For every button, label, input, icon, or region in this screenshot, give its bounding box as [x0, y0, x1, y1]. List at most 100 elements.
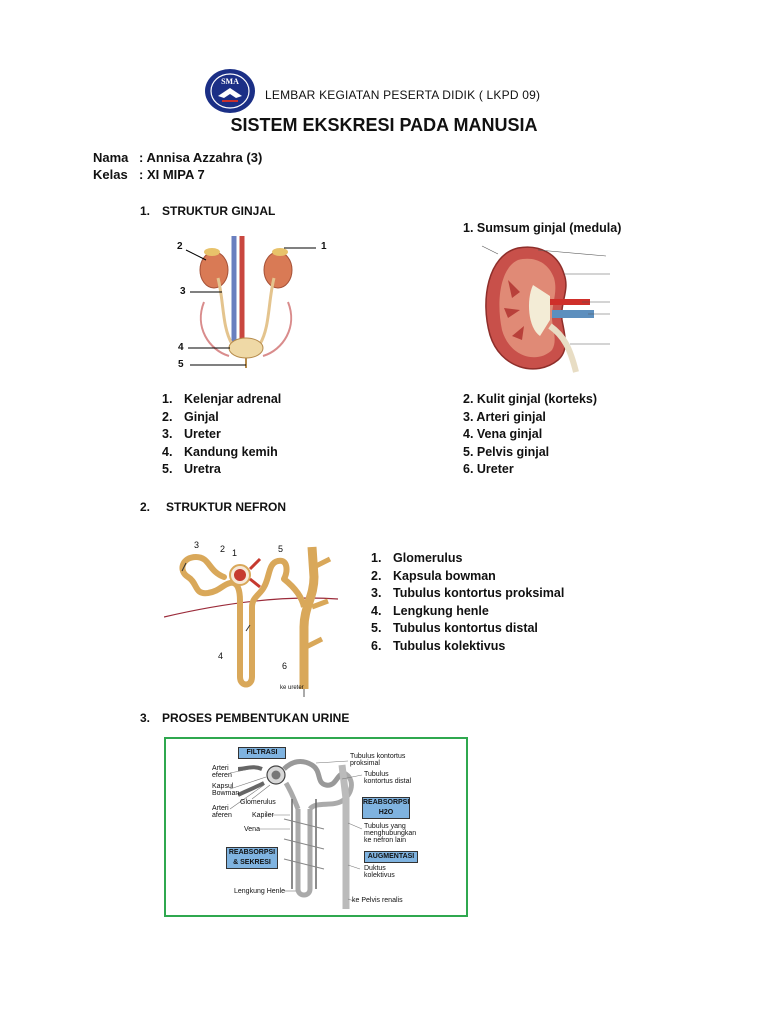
nephron-part-text: Kapsula bowman	[393, 568, 496, 583]
label-arteri-eferen-2: eferen	[212, 772, 232, 779]
label-duktus-2: kolektivus	[364, 872, 395, 879]
label-arteri-aferen-2: aferen	[212, 812, 232, 819]
reabsorpsi-sekresi-title-1: REABSORPSI	[228, 849, 276, 856]
urinary-part-text: Kelenjar adrenal	[184, 392, 282, 406]
label-lengkung-henle: Lengkung Henle	[234, 888, 285, 895]
nephron-bottom-label: ke ureter	[280, 685, 304, 691]
urinary-part-text: Uretra	[184, 462, 221, 477]
nephron-part-number: 2.	[371, 568, 382, 583]
class-label: Kelas	[93, 167, 128, 182]
urinary-label-4: 4	[178, 342, 184, 353]
urinary-part-number: 5.	[162, 462, 173, 477]
urinary-part-number: 3.	[162, 427, 173, 442]
nephron-part-text: Tubulus kontortus proksimal	[393, 586, 565, 601]
kidney-cross-section-diagram	[478, 240, 628, 380]
nephron-part-number: 3.	[371, 586, 382, 601]
label-tubulus-proksimal-2: proksimal	[350, 760, 380, 767]
label-tubulus-yang-3: ke nefron lain	[364, 837, 407, 844]
kidney-part-item: 4. Vena ginjal	[463, 427, 543, 442]
section2-number: 2.	[140, 500, 151, 514]
nephron-label-5: 5	[278, 544, 284, 554]
reabsorpsi-h2o-box: REABSORPSI H2O	[362, 797, 410, 819]
urinary-part-number: 4.	[162, 444, 173, 459]
nephron-label-4: 4	[218, 651, 224, 661]
class-value: : XI MIPA 7	[139, 167, 205, 182]
nephron-parts-list: 1. Glomerulus 2. Kapsula bowman 3. Tubulus ko…	[371, 550, 564, 656]
kidney-parts-list: 2. Kulit ginjal (korteks) 3. Arteri ginja…	[463, 391, 597, 479]
label-glomerulus: Glomerulus	[240, 799, 276, 806]
reabsorpsi-h2o-title: REABSORPSI	[363, 799, 410, 806]
label-duktus-1: Duktus	[364, 865, 386, 872]
filtrasi-box: FILTRASI	[238, 747, 286, 759]
label-tubulus-yang-2: menghubungkan	[364, 830, 417, 837]
nephron-part-text: Tubulus kontortus distal	[393, 621, 538, 636]
label-pelvis-renalis: ke Pelvis renalis	[352, 897, 403, 904]
nephron-part-text: Glomerulus	[393, 551, 463, 565]
nephron-part-text: Lengkung henle	[393, 603, 489, 618]
h2o-text: H2O	[378, 809, 394, 816]
nephron-part-number: 1.	[371, 551, 382, 565]
label-tubulus-distal-1: Tubulus	[364, 771, 389, 778]
nephron-label-6: 6	[282, 661, 288, 671]
nephron-part-item: 1. Glomerulus	[371, 550, 564, 568]
kidney-part-item: 5. Pelvis ginjal	[463, 444, 550, 459]
label-tubulus-yang-1: Tubulus yang	[364, 823, 406, 830]
urinary-label-2: 2	[177, 241, 183, 252]
reabsorpsi-sekresi-title-2: & SEKRESI	[233, 859, 271, 866]
urinary-part-item: 3. Ureter	[162, 426, 281, 444]
name-value: : Annisa Azzahra (3)	[139, 150, 263, 165]
urinary-label-1: 1	[321, 241, 327, 252]
urinary-part-number: 2.	[162, 409, 173, 424]
label-kapiler: Kapiler	[252, 812, 274, 819]
label-kapsul-2: Bowman	[212, 790, 240, 797]
augmentasi-box: AUGMENTASI	[364, 851, 418, 863]
name-label: Nama	[93, 150, 129, 165]
urinary-part-text: Ureter	[184, 427, 221, 442]
label-arteri-eferen-1: Arteri	[212, 765, 229, 772]
section2-title: STRUKTUR NEFRON	[166, 500, 286, 514]
urinary-system-diagram: 2 1 3 4 5	[174, 232, 344, 372]
urinary-part-item: 1. Kelenjar adrenal	[162, 391, 281, 409]
nephron-label-2: 2	[220, 544, 226, 554]
lkpd-header: LEMBAR KEGIATAN PESERTA DIDIK ( LKPD 09)	[265, 88, 541, 102]
section3-number: 3.	[140, 711, 151, 725]
label-tubulus-distal-2: kontortus distal	[364, 778, 412, 785]
urinary-label-3: 3	[180, 286, 186, 297]
urinary-part-item: 5. Uretra	[162, 461, 281, 479]
svg-text:SMA: SMA	[221, 77, 239, 86]
nephron-part-item: 5. Tubulus kontortus distal	[371, 620, 564, 638]
section1-number: 1.	[140, 204, 151, 218]
urinary-parts-list: 1. Kelenjar adrenal 2. Ginjal 3. Ureter 4. Kand…	[162, 391, 281, 479]
page-title: SISTEM EKSKRESI PADA MANUSIA	[230, 115, 538, 135]
urinary-part-item: 4. Kandung kemih	[162, 444, 281, 462]
nephron-part-item: 3. Tubulus kontortus proksimal	[371, 585, 564, 603]
label-tubulus-proksimal-1: Tubulus kontortus	[350, 753, 406, 760]
nephron-part-item: 2. Kapsula bowman	[371, 568, 564, 586]
nephron-label-3: 3	[194, 540, 200, 550]
label-vena: Vena	[244, 826, 260, 833]
kidney-part-item: 2. Kulit ginjal (korteks)	[463, 392, 598, 406]
nephron-diagram: 3 2 1 5 4 6 ke ureter	[163, 537, 339, 697]
medula-label: 1. Sumsum ginjal (medula)	[463, 221, 622, 235]
kidney-part-item: 3. Arteri ginjal	[463, 409, 546, 424]
section1-title: STRUKTUR GINJAL	[162, 204, 276, 218]
urinary-label-5: 5	[178, 359, 184, 370]
urinary-part-number: 1.	[162, 392, 173, 406]
section3-title: PROSES PEMBENTUKAN URINE	[162, 711, 350, 725]
nephron-label-1: 1	[232, 548, 238, 558]
urinary-part-text: Ginjal	[184, 409, 219, 424]
nephron-part-number: 6.	[371, 638, 382, 653]
nephron-part-number: 5.	[371, 621, 382, 636]
urinary-part-item: 2. Ginjal	[162, 409, 281, 427]
nephron-part-number: 4.	[371, 603, 382, 618]
reabsorpsi-sekresi-box: REABSORPSI & SEKRESI	[226, 847, 278, 869]
school-logo: SMA	[204, 68, 256, 114]
urinary-part-text: Kandung kemih	[184, 444, 278, 459]
kidney-part-item: 6. Ureter	[463, 462, 514, 477]
nephron-part-text: Tubulus kolektivus	[393, 638, 506, 653]
nephron-part-item: 4. Lengkung henle	[371, 603, 564, 621]
nephron-part-item: 6. Tubulus kolektivus	[371, 638, 564, 656]
label-arteri-aferen-1: Arteri	[212, 805, 229, 812]
label-kapsul-1: Kapsul	[212, 783, 234, 790]
urine-formation-diagram: FILTRASI REABSORPSI H2O REABSORPSI & SEK…	[164, 737, 468, 917]
